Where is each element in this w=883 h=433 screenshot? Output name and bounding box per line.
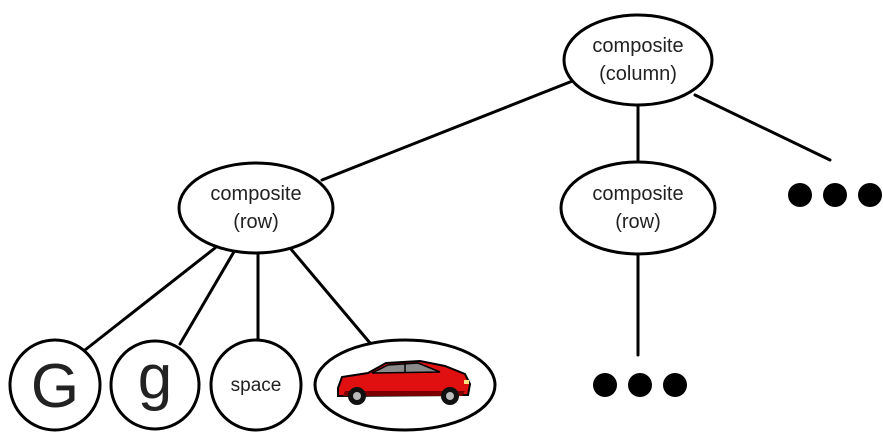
edge-left-g: [178, 248, 237, 346]
leaf-space-label: space: [231, 375, 282, 396]
mid-row-node: composite (row): [559, 160, 717, 256]
edge-root-left: [320, 78, 577, 182]
leaf-car: [313, 338, 497, 432]
leaf-lowercase-g-label: g: [138, 343, 172, 412]
ellipsis-right-icon: [788, 183, 882, 207]
ellipsis-bottom-icon: [593, 373, 687, 397]
leaf-space: space: [209, 338, 303, 432]
edge-left-G: [83, 246, 217, 352]
mid-row-label-line1: composite: [592, 183, 683, 205]
root-label-line1: composite: [592, 35, 683, 57]
edge-root-more: [693, 93, 832, 162]
leaf-lowercase-g: g: [109, 339, 201, 431]
car-icon: [337, 359, 472, 405]
root-label-line2: (column): [599, 63, 677, 85]
left-row-node: composite (row): [177, 161, 335, 255]
left-row-label-line1: composite: [210, 183, 301, 205]
left-row-label-line2: (row): [233, 211, 279, 233]
edge-left-car: [288, 246, 372, 345]
edges: [83, 78, 832, 357]
mid-row-label-line2: (row): [615, 211, 661, 233]
leaf-uppercase-g: G: [8, 338, 102, 432]
leaf-uppercase-g-label: G: [31, 352, 79, 421]
root-node: composite (column): [562, 13, 714, 107]
